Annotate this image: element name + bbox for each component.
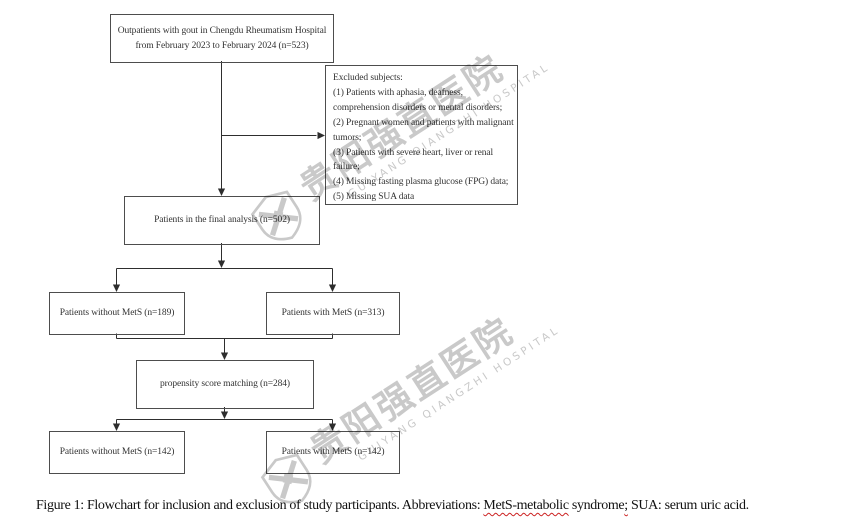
- box-without-mets-unmatched: Patients without MetS (n=189): [49, 292, 185, 335]
- arrowhead-down-icon: [217, 188, 226, 196]
- box-outpatients-line1: Outpatients with gout in Chengdu Rheumat…: [117, 25, 327, 36]
- excluded-line: (5) Missing SUA data: [333, 192, 415, 203]
- arrowhead-down-icon: [220, 352, 229, 360]
- arrowhead-down-icon: [328, 284, 337, 292]
- excluded-line: (1) Patients with aphasia, deafness,: [333, 87, 463, 98]
- box-final-analysis: Patients in the final analysis (n=502): [124, 196, 320, 245]
- box-excluded-subjects: Excluded subjects: (1) Patients with aph…: [325, 65, 518, 205]
- caption-text: SUA: serum uric acid.: [627, 498, 749, 513]
- arrowhead-down-icon: [220, 411, 229, 419]
- excluded-line: (2) Pregnant women and patients with mal…: [333, 117, 514, 128]
- arrowhead-down-icon: [112, 284, 121, 292]
- box-with-mets-matched-label: Patients with MetS (n=142): [281, 447, 385, 457]
- box-without-mets-matched: Patients without MetS (n=142): [49, 431, 185, 474]
- box-outpatients: Outpatients with gout in Chengdu Rheumat…: [110, 14, 334, 63]
- excluded-line: Excluded subjects:: [333, 73, 403, 83]
- excluded-line: (3) Patients with severe heart, liver or…: [333, 147, 494, 158]
- box-with-mets-matched: Patients with MetS (n=142): [266, 431, 400, 474]
- arrowhead-down-icon: [112, 423, 121, 431]
- excluded-line: comprehension disorders or mental disord…: [333, 102, 503, 113]
- box-propensity-matching: propensity score matching (n=284): [136, 360, 314, 409]
- caption-text: syndrome: [568, 498, 625, 513]
- box-propensity-matching-label: propensity score matching (n=284): [159, 379, 290, 389]
- excluded-line: tumors;: [333, 132, 362, 143]
- box-without-mets-unmatched-label: Patients without MetS (n=189): [59, 308, 175, 318]
- excluded-line: failure;: [333, 162, 360, 173]
- caption-misspelled-term: MetS-metabolic: [483, 498, 569, 513]
- excluded-line: (4) Missing fasting plasma glucose (FPG)…: [333, 177, 509, 188]
- box-outpatients-line2: from February 2023 to February 2024 (n=5…: [135, 40, 309, 51]
- figure-caption: Figure 1: Flowchart for inclusion and ex…: [36, 498, 846, 514]
- box-without-mets-matched-label: Patients without MetS (n=142): [59, 447, 175, 457]
- caption-text: Figure 1: Flowchart for inclusion and ex…: [36, 498, 484, 513]
- arrowhead-down-icon: [328, 423, 337, 431]
- arrowhead-right-icon: [317, 131, 325, 140]
- box-final-analysis-label: Patients in the final analysis (n=502): [154, 215, 290, 225]
- caption-flagged-punctuation: ;: [624, 498, 628, 513]
- box-with-mets-unmatched-label: Patients with MetS (n=313): [281, 308, 385, 318]
- box-with-mets-unmatched: Patients with MetS (n=313): [266, 292, 400, 335]
- arrowhead-down-icon: [217, 260, 226, 268]
